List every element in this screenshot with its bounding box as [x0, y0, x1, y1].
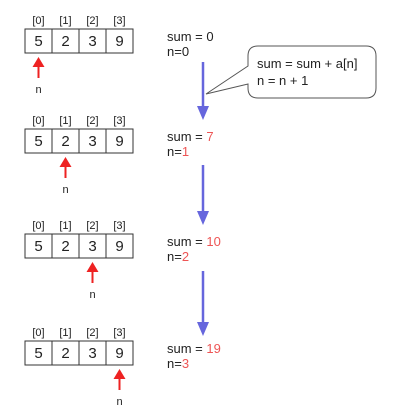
array-cell: [51, 233, 80, 259]
pointer-label: n: [116, 396, 122, 408]
cell-value: 3: [88, 345, 96, 362]
cell-value: 2: [61, 345, 69, 362]
step-1: [0] [1] [2] [3] 5 2 3 9 n sum = 7n=1: [24, 115, 214, 196]
sum-text: sum = 19: [167, 341, 221, 356]
pointer-label: n: [35, 84, 41, 96]
callout-line-1: sum = sum + a[n]: [257, 56, 357, 71]
index-label: [0]: [32, 220, 44, 232]
array-cell: [51, 28, 80, 54]
index-label: [1]: [59, 327, 71, 339]
n-text: n=1: [167, 144, 189, 159]
cell-value: 5: [34, 133, 42, 150]
cell-value: 9: [115, 133, 123, 150]
step-2: [0] [1] [2] [3] 5 2 3 9 n sum = 10n=2: [24, 220, 221, 301]
index-label: [2]: [86, 115, 98, 127]
index-label: [1]: [59, 220, 71, 232]
flow-arrowhead: [197, 106, 209, 120]
array-cell: [24, 233, 53, 259]
array-cell: [24, 340, 53, 366]
pointer-arrowhead: [113, 369, 126, 379]
pointer-label: n: [89, 289, 95, 301]
cell-value: 2: [61, 238, 69, 255]
flow-arrowhead: [197, 211, 209, 225]
step-3: [0] [1] [2] [3] 5 2 3 9 n sum = 19n=3: [24, 327, 221, 408]
index-label: [1]: [59, 115, 71, 127]
index-label: [2]: [86, 220, 98, 232]
pointer-label: n: [62, 184, 68, 196]
cell-value: 5: [34, 238, 42, 255]
index-label: [2]: [86, 327, 98, 339]
cell-value: 2: [61, 33, 69, 50]
index-label: [1]: [59, 15, 71, 27]
n-text: n=2: [167, 249, 189, 264]
step-0: [0] [1] [2] [3] 5 2 3 9 n sum = 0n=0: [24, 15, 214, 96]
callout: sum = sum + a[n] n = n + 1: [205, 45, 377, 99]
flow-arrows: [197, 62, 209, 336]
n-text: n=3: [167, 356, 189, 371]
cell-value: 3: [88, 133, 96, 150]
index-label: [0]: [32, 115, 44, 127]
array-cell: [105, 340, 134, 366]
array-cell: [105, 128, 134, 154]
n-text: n=0: [167, 44, 189, 59]
index-label: [0]: [32, 327, 44, 339]
cell-value: 5: [34, 33, 42, 50]
callout-line-2: n = n + 1: [257, 73, 308, 88]
pointer-arrowhead: [86, 262, 99, 272]
index-label: [0]: [32, 15, 44, 27]
cell-value: 9: [115, 238, 123, 255]
array-cell: [78, 233, 107, 259]
array-cell: [105, 233, 134, 259]
cell-value: 9: [115, 33, 123, 50]
sum-text: sum = 10: [167, 234, 221, 249]
index-label: [3]: [113, 115, 125, 127]
sum-text: sum = 7: [167, 129, 214, 144]
cell-value: 5: [34, 345, 42, 362]
cell-value: 3: [88, 33, 96, 50]
index-label: [3]: [113, 15, 125, 27]
array-cell: [78, 28, 107, 54]
cell-value: 9: [115, 345, 123, 362]
pointer-arrowhead: [32, 57, 45, 67]
cell-value: 3: [88, 238, 96, 255]
array-cell: [78, 340, 107, 366]
callout-bubble: [205, 45, 377, 99]
array-cell: [24, 28, 53, 54]
index-label: [3]: [113, 220, 125, 232]
index-label: [3]: [113, 327, 125, 339]
sum-text: sum = 0: [167, 29, 214, 44]
cell-value: 2: [61, 133, 69, 150]
flow-arrowhead: [197, 322, 209, 336]
array-cell: [51, 340, 80, 366]
steps-layer: [0] [1] [2] [3] 5 2 3 9 n sum = 0n=0 [0] [1] [2] [3] 5…: [24, 15, 221, 408]
array-cell: [105, 28, 134, 54]
index-label: [2]: [86, 15, 98, 27]
pointer-arrowhead: [59, 157, 72, 167]
